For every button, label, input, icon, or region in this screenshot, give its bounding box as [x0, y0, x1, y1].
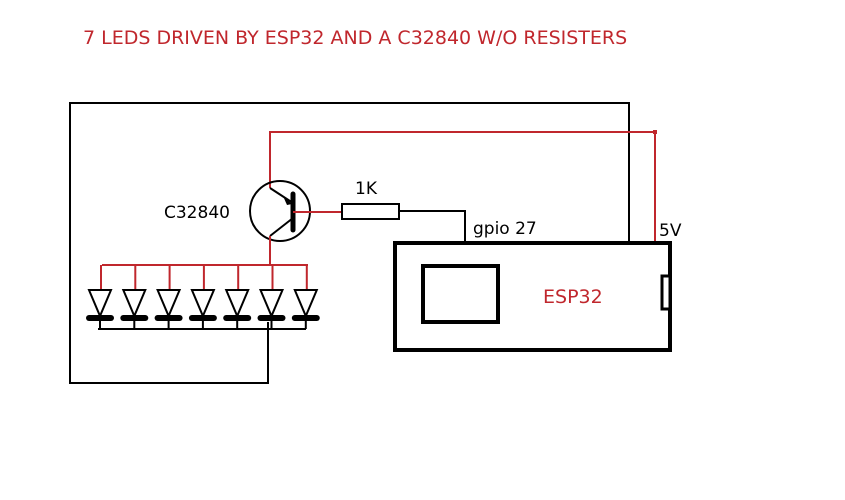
led-diode-icon	[154, 265, 183, 329]
resistor-icon	[341, 203, 400, 220]
led-diode-icon	[257, 265, 286, 329]
power-pin-label: 5V	[659, 221, 682, 241]
esp32-usb-port-icon	[660, 274, 672, 311]
led-diode-icon	[223, 265, 252, 329]
diagram-title: 7 LEDS DRIVEN BY ESP32 AND A C32840 W/O …	[83, 27, 627, 49]
esp32-chip-icon	[421, 264, 500, 324]
power-wire-corner	[653, 130, 657, 134]
resistor-label: 1K	[355, 179, 378, 199]
esp32-label: ESP32	[543, 286, 603, 308]
led-diode-icon	[188, 265, 217, 329]
transistor-label: C32840	[164, 203, 230, 223]
gpio-wire	[399, 210, 466, 243]
led-diode-icon	[120, 265, 149, 329]
esp32-board	[393, 241, 672, 352]
power-wire-5v	[269, 131, 656, 243]
ground-wire	[69, 102, 630, 384]
led-diode-icon	[291, 265, 320, 329]
pnp-transistor-icon	[249, 180, 311, 242]
led-array	[86, 265, 320, 329]
gpio-pin-label: gpio 27	[473, 219, 537, 239]
led-diode-icon	[86, 265, 114, 329]
